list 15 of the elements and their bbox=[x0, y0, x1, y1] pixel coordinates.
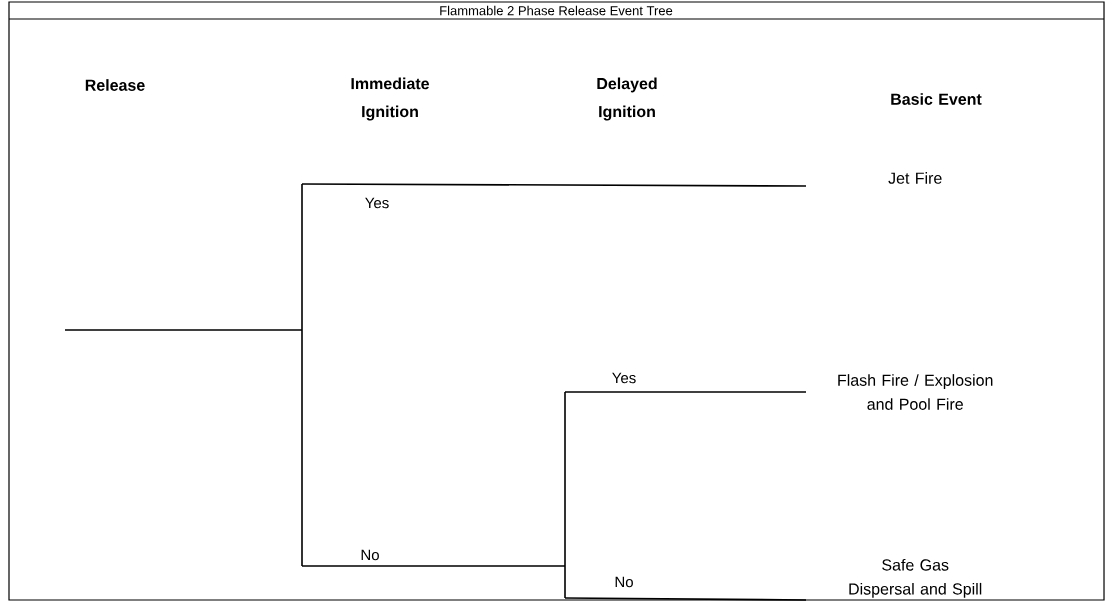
column-header: Release bbox=[85, 79, 145, 91]
title: Flammable 2 Phase Release Event Tree bbox=[440, 5, 673, 16]
outcome-label: Safe Gas Dispersal and Spill bbox=[849, 558, 982, 598]
outcome-label: Jet Fire bbox=[888, 172, 942, 184]
outcome-label: Flash Fire / Explosion and Pool Fire bbox=[838, 374, 993, 410]
branch-label: No bbox=[361, 549, 379, 561]
column-header: Basic Event bbox=[891, 93, 982, 105]
column-header: Immediate Ignition bbox=[351, 77, 429, 121]
branch-line bbox=[564, 391, 807, 393]
column-header: Delayed Ignition bbox=[597, 77, 657, 121]
branch-line bbox=[564, 597, 807, 601]
edge-label: Yes bbox=[365, 197, 389, 209]
edge-label: No bbox=[615, 576, 633, 588]
edge-label: Yes bbox=[612, 372, 636, 384]
branch-line bbox=[301, 183, 807, 187]
